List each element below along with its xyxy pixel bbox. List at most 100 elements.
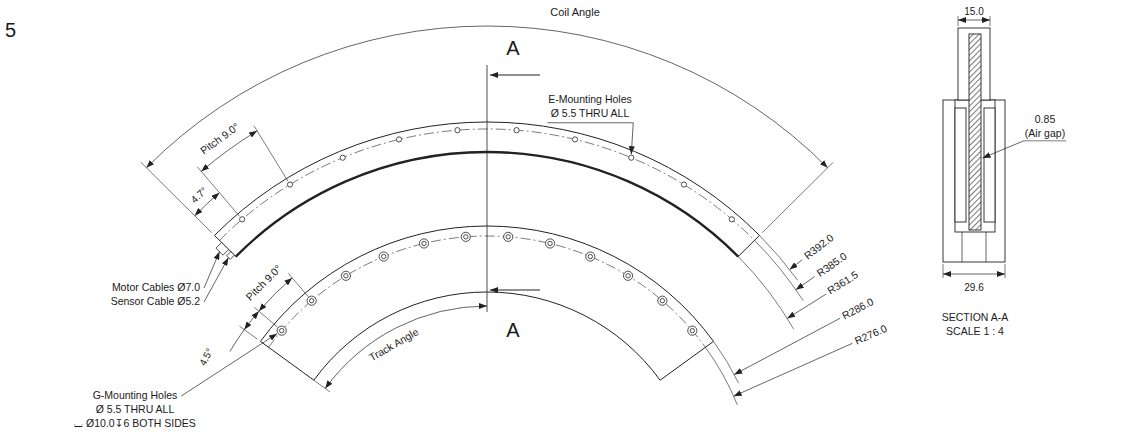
extension-arc bbox=[755, 240, 804, 300]
mounting-hole bbox=[514, 128, 519, 133]
leader-line bbox=[547, 123, 633, 155]
coil-section bbox=[969, 34, 981, 230]
extension-arc bbox=[738, 257, 793, 329]
extension-line bbox=[254, 126, 288, 181]
leader-line bbox=[734, 318, 840, 374]
mounting-hole bbox=[506, 235, 510, 239]
hole-callout: Ø 5.5 THRU ALL bbox=[95, 404, 176, 416]
extension-line bbox=[314, 380, 330, 392]
bolt-line bbox=[962, 232, 963, 262]
leader-line bbox=[787, 294, 826, 318]
cable-exit bbox=[216, 242, 229, 255]
hole-callout: E-Mounting Holes bbox=[547, 94, 632, 106]
mounting-hole bbox=[309, 298, 313, 302]
counterbore-hole bbox=[307, 296, 316, 305]
figure-number: 5 bbox=[4, 19, 17, 41]
magnet-section bbox=[955, 108, 966, 222]
dimension-label: 29.6 bbox=[963, 282, 984, 293]
mounting-hole bbox=[340, 155, 345, 160]
extension-line bbox=[958, 16, 959, 26]
leader-line bbox=[790, 260, 803, 270]
leader-line bbox=[181, 334, 277, 396]
hole-callout: Ø 5.5 THRU ALL bbox=[550, 108, 631, 120]
section-line bbox=[487, 65, 488, 312]
leader-line bbox=[796, 277, 815, 290]
dimension-note: (Air gap) bbox=[1024, 128, 1066, 140]
counterbore-hole bbox=[341, 271, 350, 280]
radius-label: R286.0 bbox=[839, 295, 876, 322]
hole-callout: G-Mounting Holes bbox=[92, 390, 179, 402]
extension-line bbox=[254, 307, 278, 327]
mounting-hole bbox=[344, 274, 348, 278]
mounting-hole bbox=[396, 137, 401, 142]
mounting-hole bbox=[572, 137, 577, 142]
dimension-label: 0.85 bbox=[1034, 114, 1056, 126]
dimension-label: Pitch 9.0° bbox=[243, 262, 284, 303]
dimension-label: 4.7° bbox=[188, 184, 210, 206]
mounting-hole bbox=[422, 241, 426, 245]
dimension-arc bbox=[244, 311, 259, 329]
mounting-hole bbox=[681, 182, 686, 187]
extension-arc bbox=[759, 235, 797, 280]
leader-line bbox=[204, 258, 228, 302]
mounting-hole bbox=[279, 328, 283, 332]
view-title: SECTION A-A bbox=[941, 312, 1010, 324]
extension-line bbox=[762, 162, 833, 232]
dimension-arc bbox=[146, 26, 827, 168]
section-letter: A bbox=[505, 319, 520, 341]
counterbore-hole bbox=[586, 252, 595, 261]
counterbore-hole bbox=[277, 326, 286, 335]
mounting-hole bbox=[548, 241, 552, 245]
leader-line bbox=[204, 252, 220, 288]
mounting-hole bbox=[629, 155, 634, 160]
section-letter: A bbox=[505, 37, 520, 59]
mounting-hole bbox=[660, 298, 664, 302]
mounting-hole bbox=[287, 182, 292, 187]
mounting-hole bbox=[240, 217, 245, 222]
counterbore-hole bbox=[623, 271, 632, 280]
mounting-hole bbox=[626, 274, 630, 278]
extension-arc bbox=[714, 341, 739, 383]
mounting-hole bbox=[464, 235, 468, 239]
dimension-label: Coil Angle bbox=[549, 6, 601, 18]
mounting-hole bbox=[381, 254, 385, 258]
hole-callout: ⌴ Ø10.0↧6 BOTH SIDES bbox=[73, 418, 197, 430]
extension-arc bbox=[705, 347, 737, 405]
section-view bbox=[943, 16, 1066, 278]
dimension-label: Pitch 9.0° bbox=[198, 120, 243, 157]
mounting-hole bbox=[455, 128, 460, 133]
extension-line bbox=[990, 16, 991, 26]
counterbore-hole bbox=[688, 326, 697, 335]
counterbore-hole bbox=[461, 232, 470, 241]
counterbore-hole bbox=[419, 239, 428, 248]
mounting-hole bbox=[588, 254, 592, 258]
dimension-label: Track Angle bbox=[366, 326, 421, 365]
view-scale: SCALE 1 : 4 bbox=[945, 326, 1005, 338]
dimension-line bbox=[958, 20, 990, 21]
section-arrow bbox=[490, 75, 540, 76]
dimension-line bbox=[943, 274, 1005, 275]
extension-line bbox=[1005, 264, 1006, 278]
radius-label: R276.0 bbox=[852, 323, 889, 348]
mounting-hole bbox=[690, 328, 694, 332]
extension-line bbox=[943, 264, 944, 278]
radius-label: R361.5 bbox=[825, 269, 862, 298]
dimension-arc bbox=[325, 306, 487, 388]
dimension-label: 15.0 bbox=[963, 6, 984, 17]
dimension-label: 4.5° bbox=[197, 345, 216, 368]
section-arrow bbox=[490, 290, 540, 291]
extension-line bbox=[288, 273, 308, 297]
dimension-arc bbox=[230, 330, 244, 352]
counterbore-hole bbox=[545, 239, 554, 248]
leader-line bbox=[983, 141, 1067, 158]
extension-line bbox=[141, 162, 212, 232]
cable-callout: Sensor Cable Ø5.2 bbox=[110, 296, 201, 308]
bolt-line bbox=[986, 232, 987, 262]
counterbore-hole bbox=[379, 252, 388, 261]
magnet-section bbox=[984, 108, 995, 222]
leader-line bbox=[734, 343, 853, 396]
mounting-hole bbox=[729, 217, 734, 222]
counterbore-hole bbox=[658, 296, 667, 305]
